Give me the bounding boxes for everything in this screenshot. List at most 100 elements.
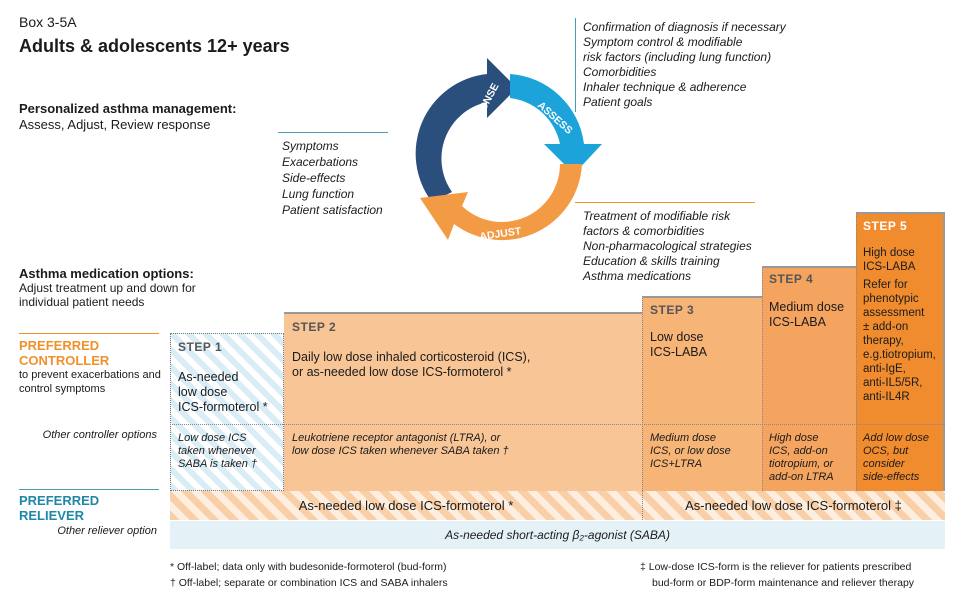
step3-line: Low dose [650, 330, 704, 344]
step4-heading: STEP 4 [769, 272, 814, 286]
assess-item: Confirmation of diagnosis if necessary [583, 20, 786, 34]
footnote-ddagger-2: bud-form or BDP-form maintenance and rel… [652, 577, 915, 589]
preferred-reliever-label: PREFERRED RELIEVER [19, 493, 100, 523]
step5-line: e.g.tiotropium, [863, 349, 936, 361]
step4-box [762, 266, 856, 491]
step5-line: ICS-LABA [863, 261, 916, 273]
medication-options-subtitle: Adjust treatment up and down for individ… [19, 281, 196, 309]
step2-other-line: Leukotriene receptor antagonist (LTRA), … [292, 432, 501, 444]
assess-item: Inhaler technique & adherence [583, 80, 747, 94]
adjust-label: ADJUST [479, 225, 523, 243]
controller-rule [19, 333, 159, 334]
step2-other-line: low dose ICS taken whenever SABA taken † [292, 445, 509, 457]
other-controller-label: Other controller options [42, 429, 157, 441]
assess-item: risk factors (including lung function) [583, 50, 772, 64]
step5-other-line: consider [863, 458, 905, 470]
other-reliever-row [170, 521, 945, 549]
personalized-title: Personalized asthma management: [19, 101, 237, 116]
step1-line: ICS-formoterol * [178, 400, 268, 414]
step1-other-line: taken whenever [178, 445, 256, 457]
step4-other-line: add-on LTRA [769, 471, 834, 483]
step5-heading: STEP 5 [863, 219, 908, 233]
adjust-divider [575, 202, 755, 203]
reliever-row [170, 491, 945, 520]
step3-line: ICS-LABA [650, 345, 707, 359]
step3-heading: STEP 3 [650, 303, 695, 317]
footnote-ddagger-1: ‡ Low-dose ICS-form is the reliever for … [640, 561, 912, 573]
step1-preferred: As-needed low dose ICS-formoterol * [178, 370, 282, 415]
step1-other-line: Low dose ICS [178, 432, 247, 444]
step2-other: Leukotriene receptor antagonist (LTRA), … [292, 432, 632, 458]
preferred-controller-label: PREFERRED CONTROLLER [19, 338, 110, 368]
box-label: Box 3-5A [19, 14, 77, 30]
adjust-item: Non-pharmacological strategies [583, 239, 752, 253]
step2-box [284, 312, 642, 491]
footnote-dagger: † Off-label; separate or combination ICS… [170, 577, 448, 589]
controller-subtitle: to prevent exacerbations and control sym… [19, 369, 161, 395]
step3-other-line: ICS, or low dose [650, 445, 731, 457]
step1-box [170, 333, 284, 491]
review-item: Symptoms [282, 139, 339, 153]
footnote-star: * Off-label; data only with budesonide-f… [170, 561, 447, 573]
review-list: Symptoms Exacerbations Side-effects Lung… [282, 138, 402, 218]
step3-preferred: Low dose ICS-LABA [650, 330, 758, 360]
step5-line: assessment [863, 307, 925, 319]
step5-line: anti-IgE, [863, 363, 906, 375]
step3-other-line: Medium dose [650, 432, 717, 444]
assess-list: Confirmation of diagnosis if necessary S… [583, 20, 843, 110]
step1-other: Low dose ICS taken whenever SABA is take… [178, 432, 282, 471]
review-arc [415, 58, 517, 202]
step1-other-line: SABA is taken † [178, 458, 258, 470]
step4-other-line: ICS, add-on [769, 445, 828, 457]
other-reliever-label: Other reliever option [57, 525, 157, 537]
assess-divider [575, 18, 576, 112]
step4-line: ICS-LABA [769, 315, 826, 329]
step2-preferred: Daily low dose inhaled corticosteroid (I… [292, 350, 632, 380]
review-item: Side-effects [282, 171, 346, 185]
step4-line: Medium dose [769, 300, 845, 314]
step5-line: Refer for [863, 279, 908, 291]
step4-other-line: tiotropium, or [769, 458, 834, 470]
page-title: Adults & adolescents 12+ years [19, 36, 290, 56]
assess-adjust-review-cycle: REVIEW REPONSE ASSESS ADJUST [415, 58, 602, 243]
adjust-arc [420, 164, 582, 241]
review-item: Exacerbations [282, 155, 359, 169]
step5-line: therapy, [863, 335, 904, 347]
step3-other: Medium dose ICS, or low dose ICS+LTRA [650, 432, 758, 471]
step5-line: ± add-on [863, 321, 909, 333]
adjust-item: Treatment of modifiable risk [583, 209, 731, 223]
step1-line: As-needed [178, 370, 239, 384]
assess-item: Patient goals [583, 95, 653, 109]
reliever-left: As-needed low dose ICS-formoterol * [298, 498, 514, 513]
step5-other-line: side-effects [863, 471, 920, 483]
step5-line: phenotypic [863, 293, 919, 305]
step1-heading: STEP 1 [178, 340, 223, 354]
review-item: Lung function [282, 187, 355, 201]
step2-line: Daily low dose inhaled corticosteroid (I… [292, 350, 531, 364]
assess-item: Comorbidities [583, 65, 657, 79]
adjust-list: Treatment of modifiable risk factors & c… [583, 209, 783, 284]
other-reliever-text: As-needed short-acting β₂-agonist (SABA) [445, 528, 670, 542]
step5-line: anti-IL5/5R, [863, 377, 923, 389]
step5-preferred: High dose ICS-LABA Refer for phenotypic … [863, 246, 943, 404]
step2-line: or as-needed low dose ICS-formoterol * [292, 365, 512, 379]
step1-line: low dose [178, 385, 228, 399]
adjust-item: factors & comorbidities [583, 224, 705, 238]
adjust-item: Education & skills training [583, 254, 720, 268]
review-item: Patient satisfaction [282, 203, 383, 217]
step5-other-line: Add low dose [863, 432, 930, 444]
adjust-item: Asthma medications [583, 269, 692, 283]
step4-other: High dose ICS, add-on tiotropium, or add… [769, 432, 855, 484]
reliever-divider [642, 491, 643, 520]
reliever-right: As-needed low dose ICS-formoterol ‡ [685, 498, 902, 513]
step3-other-line: ICS+LTRA [650, 458, 703, 470]
step2-heading: STEP 2 [292, 320, 337, 334]
assess-arc [510, 74, 602, 174]
step4-other-line: High dose [769, 432, 819, 444]
assess-item: Symptom control & modifiable [583, 35, 743, 49]
step5-other: Add low dose OCS, but consider side-effe… [863, 432, 943, 484]
step5-other-line: OCS, but [863, 445, 909, 457]
step3-box [642, 296, 762, 491]
step5-line: anti-IL4R [863, 391, 910, 403]
personalized-subtitle: Assess, Adjust, Review response [19, 117, 211, 132]
